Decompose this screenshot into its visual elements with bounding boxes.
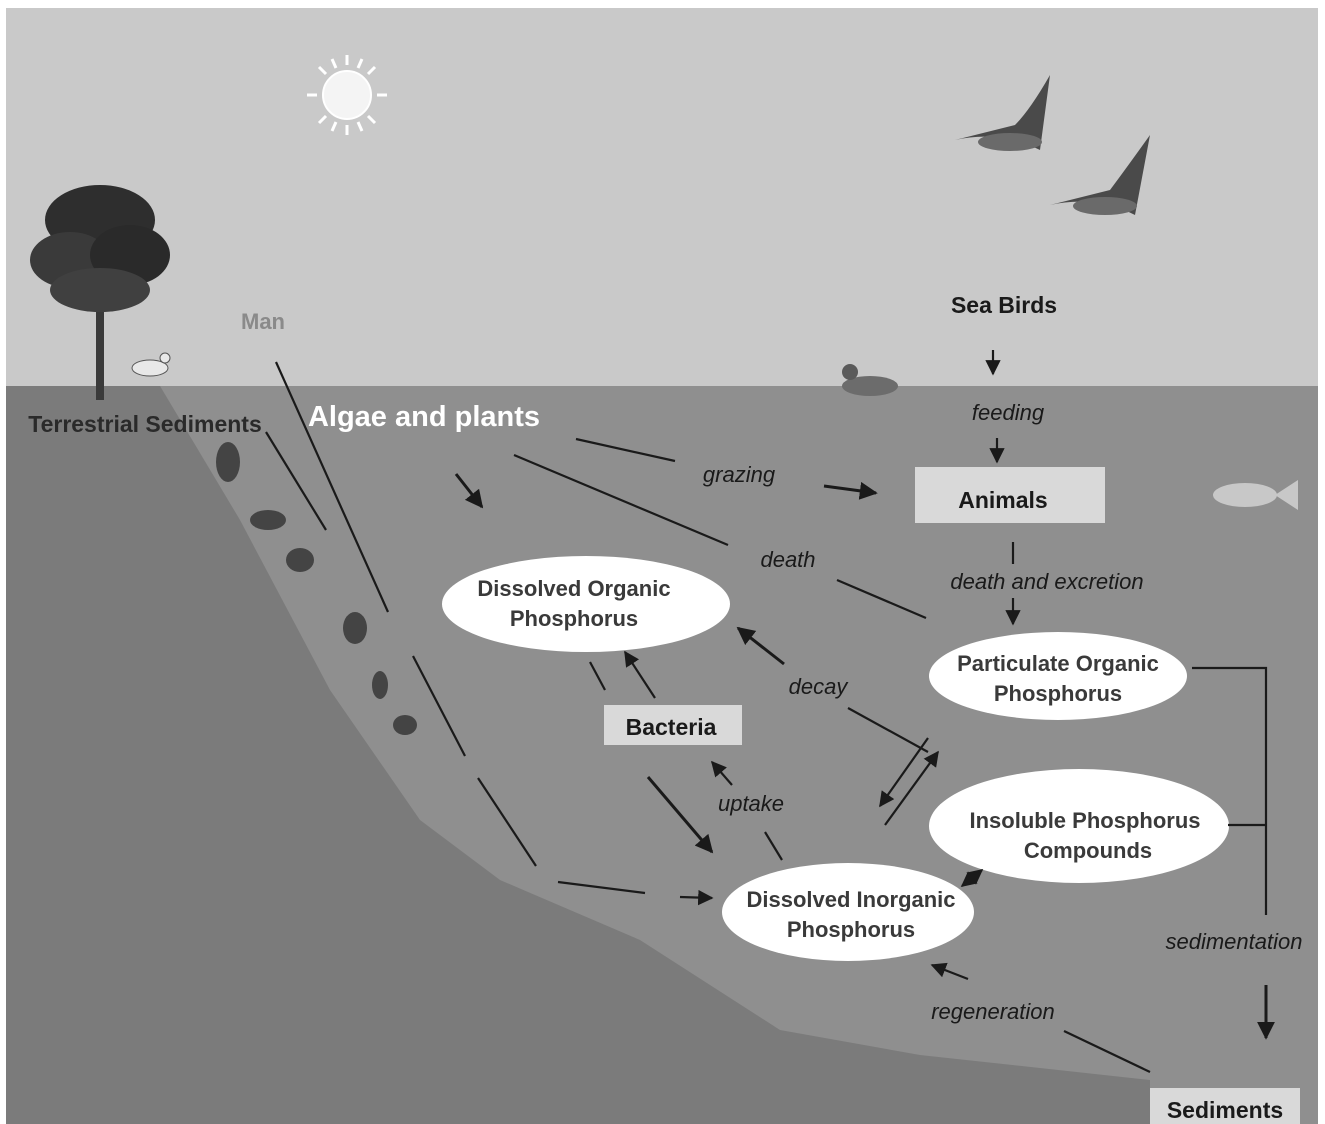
goose-icon [955, 75, 1050, 151]
dissolved-organic-line2: Phosphorus [510, 606, 638, 631]
particulate-organic-line2: Phosphorus [994, 681, 1122, 706]
shore-bird-icon [131, 352, 171, 377]
dissolved-organic-phosphorus-node [442, 556, 730, 652]
dissolved-inorganic-line2: Phosphorus [787, 917, 915, 942]
grazing-label: grazing [703, 462, 776, 487]
particulate-to-insoluble-arrow [879, 737, 929, 808]
particulate-organic-phosphorus-node [929, 632, 1187, 720]
sediments-label: Sediments [1167, 1097, 1283, 1123]
algae-sink-arrow [454, 473, 484, 509]
slope-line-2 [412, 655, 466, 757]
sedimentation-bracket [1192, 666, 1268, 915]
dissolved-inorganic-phosphorus-node [722, 863, 974, 961]
man-runoff-line [274, 361, 390, 613]
sea-birds-label: Sea Birds [951, 292, 1057, 318]
uptake-label: uptake [718, 791, 784, 816]
decay-arrow [736, 626, 785, 666]
regeneration-arrow [930, 962, 969, 981]
death-line-upper [513, 453, 729, 547]
algae-and-plants-label: Algae and plants [308, 401, 540, 433]
runoff-to-dip-arrow-line [557, 880, 646, 895]
grazing-line [575, 437, 676, 463]
dop-to-bacteria-line [589, 661, 606, 691]
uptake-arrow-up [710, 760, 733, 786]
sediments-box [1150, 1088, 1300, 1124]
bacteria-label: Bacteria [626, 714, 717, 740]
duck-icon [842, 364, 898, 396]
decay-line [847, 707, 929, 753]
insoluble-phosphorus-node [929, 769, 1229, 883]
sediments-to-regeneration-line [1063, 1030, 1151, 1073]
insoluble-line2: Compounds [1024, 838, 1152, 863]
dissolved-organic-line1: Dissolved Organic [477, 576, 670, 601]
goose-icon [1050, 135, 1150, 215]
regeneration-label: regeneration [931, 999, 1055, 1024]
fish-icon [1213, 480, 1298, 510]
sun-icon [307, 55, 387, 135]
grazing-arrow [823, 481, 878, 500]
particulate-organic-line1: Particulate Organic [957, 651, 1159, 676]
insoluble-to-particulate-arrow [884, 750, 939, 826]
animals-box [915, 467, 1105, 523]
tree-icon [30, 185, 170, 400]
slope-line-1 [265, 431, 327, 531]
uptake-line [764, 831, 783, 861]
death-line-lower [836, 578, 927, 620]
death-and-excretion-label: death and excretion [950, 569, 1143, 594]
animals-label: Animals [958, 487, 1047, 513]
bacteria-to-dop-arrow [624, 650, 656, 699]
insoluble-dip-link-arrow [960, 869, 984, 887]
slope-line-3 [477, 777, 537, 867]
death-label: death [760, 547, 815, 572]
dissolved-inorganic-line1: Dissolved Inorganic [746, 887, 955, 912]
man-label: Man [241, 309, 285, 334]
bacteria-box [604, 705, 742, 745]
insoluble-line1: Insoluble Phosphorus [969, 808, 1200, 833]
decay-label: decay [789, 674, 850, 699]
bacteria-to-dip-arrow [646, 776, 714, 854]
feeding-label: feeding [972, 400, 1045, 425]
seabed-slope [6, 386, 1150, 1124]
terrestrial-sediments-label: Terrestrial Sediments [28, 411, 262, 437]
seaweed-icon [216, 442, 417, 735]
runoff-to-dip-arrow [679, 889, 714, 906]
sedimentation-label: sedimentation [1166, 929, 1303, 954]
